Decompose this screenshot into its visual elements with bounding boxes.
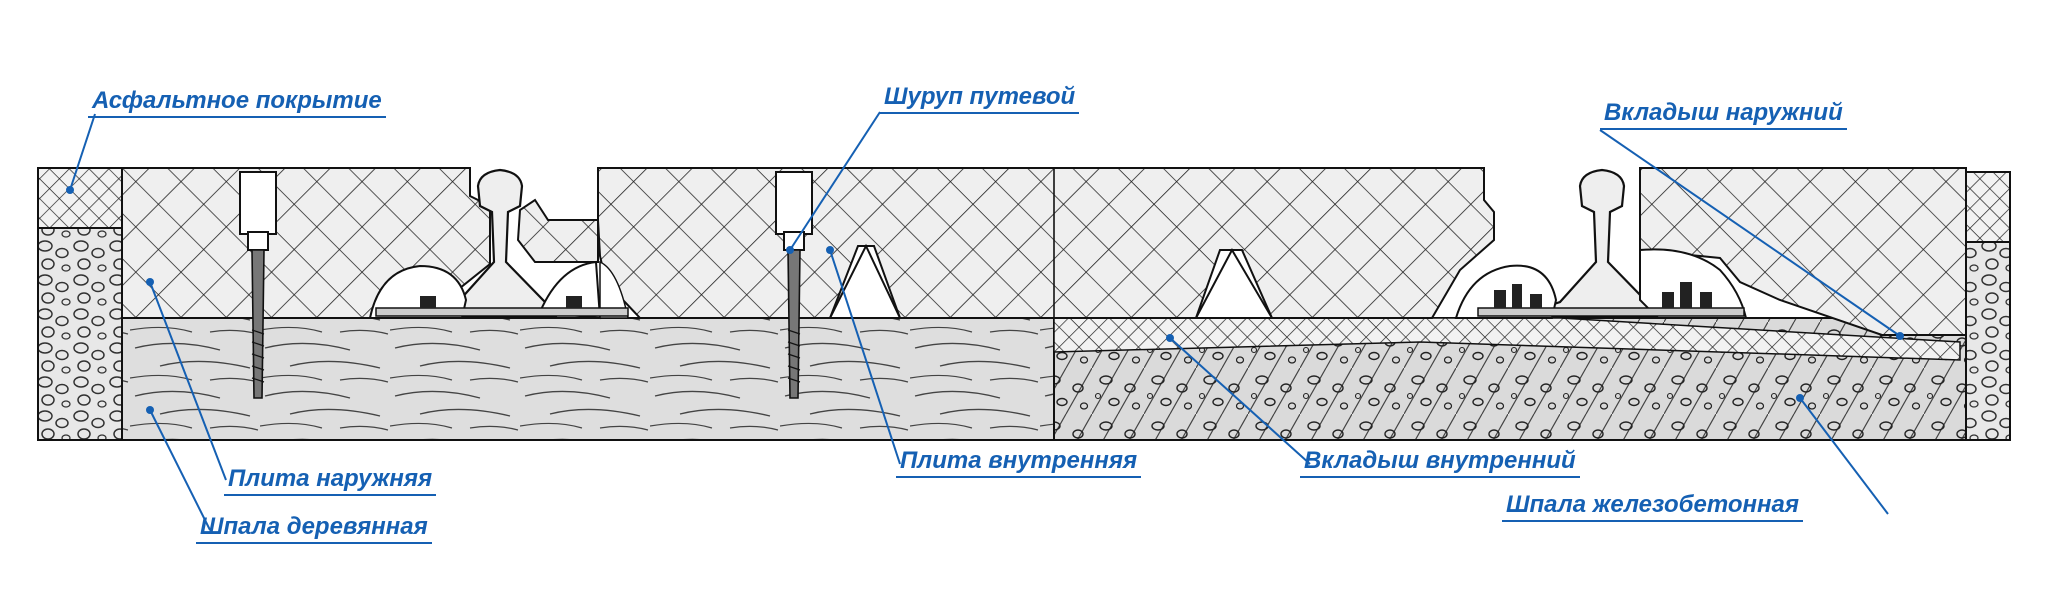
wooden-sleeper	[37, 317, 1055, 441]
label-inner-insert: Вкладыш внутренний	[1300, 448, 1580, 478]
asphalt-left	[37, 167, 123, 229]
cavity	[599, 260, 629, 319]
cavity	[368, 264, 468, 319]
slab-gap	[1194, 247, 1274, 319]
ballast-right	[1965, 241, 2011, 441]
slab-gap	[828, 243, 902, 319]
base-plate	[375, 307, 629, 317]
cavity	[538, 260, 602, 320]
rail-fastener	[420, 282, 1712, 308]
label-asphalt: Асфальтное покрытие	[88, 88, 386, 118]
label-outer-insert: Вкладыш наружний	[1600, 100, 1847, 130]
leader-lines	[69, 111, 1901, 531]
ballast-left	[37, 227, 123, 441]
label-wooden-sleeper: Шпала деревянная	[196, 514, 432, 544]
leader-dots	[66, 186, 1904, 414]
label-outer-slab: Плита наружняя	[224, 466, 437, 496]
base-plate	[1477, 307, 1745, 317]
asphalt-right	[1965, 171, 2011, 243]
track-screw	[775, 171, 813, 399]
track-screw	[239, 171, 277, 399]
inner-insert-band	[1053, 317, 1961, 361]
label-inner-slab: Плита внутренняя	[896, 448, 1142, 478]
label-concrete-sleeper: Шпала железобетонная	[1502, 492, 1803, 522]
inner-slab	[516, 167, 1495, 319]
label-track-screw: Шуруп путевой	[880, 84, 1080, 114]
